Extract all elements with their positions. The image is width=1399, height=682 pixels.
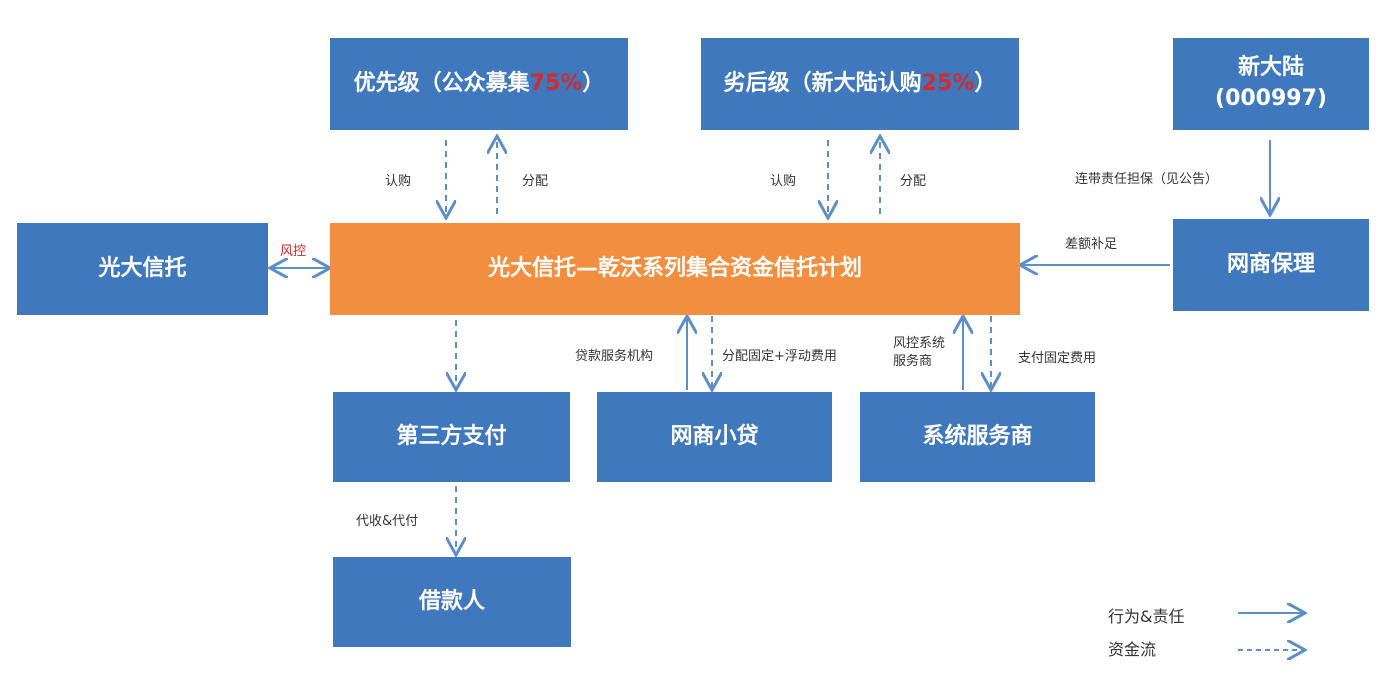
fees-label: 分配固定+浮动费用 [722, 349, 837, 364]
risk-system-line1: 风控系统 [893, 336, 946, 351]
guarantee-label: 连带责任担保（见公告） [1075, 172, 1219, 187]
distribute-label-2: 分配 [900, 174, 927, 189]
collect-label: 代收&代付 [356, 514, 419, 529]
system-provider-box: 系统服务商 [860, 392, 1095, 482]
junior-close: ） [974, 70, 997, 96]
micro-loan-box: 网商小贷 [597, 392, 832, 482]
factoring-box: 网商保理 [1173, 219, 1369, 311]
senior-pct: 75% [529, 70, 583, 96]
fixed-fee-label: 支付固定费用 [1018, 351, 1097, 366]
xindalu-box: 新大陆 (000997) [1173, 38, 1369, 130]
xindalu-code: (000997) [1215, 86, 1327, 111]
borrower-box: 借款人 [333, 557, 571, 647]
shortfall-label: 差额补足 [1065, 237, 1118, 252]
servicer-label: 贷款服务机构 [575, 349, 654, 364]
third-party-payment-box: 第三方支付 [333, 392, 570, 482]
subscribe-label-2: 认购 [770, 174, 797, 189]
legend-funds: 资金流 [1108, 640, 1157, 659]
trust-plan-box: 光大信托—乾沃系列集合资金信托计划 [330, 223, 1020, 315]
risk-system-label: 风控系统服务商 [893, 335, 945, 371]
junior-label: 劣后级（新大陆认购 [723, 70, 922, 96]
senior-close: ） [582, 70, 605, 96]
xindalu-name: 新大陆 [1237, 55, 1304, 81]
junior-pct: 25% [921, 70, 975, 96]
risk-system-line2: 服务商 [893, 354, 933, 369]
risk-label: 风控 [280, 244, 307, 259]
subscribe-label-1: 认购 [385, 174, 412, 189]
senior-label: 优先级（公众募集 [353, 70, 530, 96]
everbright-trust-box: 光大信托 [17, 223, 268, 315]
distribute-label-1: 分配 [522, 174, 549, 189]
legend-behavior: 行为&责任 [1108, 607, 1185, 626]
